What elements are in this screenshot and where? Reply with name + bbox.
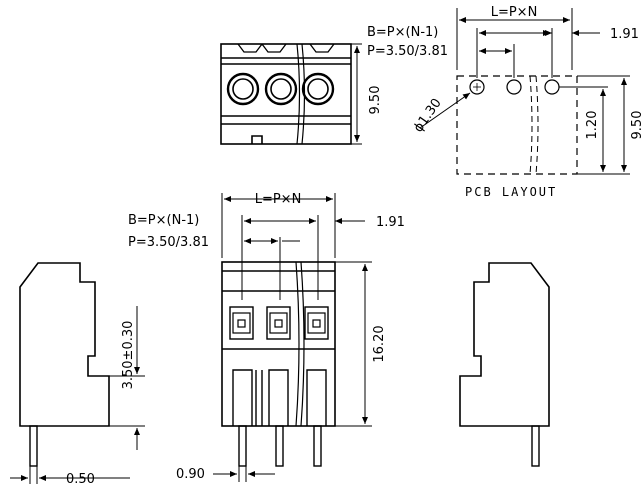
- pcb-edge-offset-label: 1.91: [610, 27, 639, 42]
- pcb-hole-3: [544, 79, 560, 95]
- pcb-pitch-values-label: P=3.50/3.81: [367, 44, 448, 59]
- front-pin-width-label: 0.90: [176, 467, 205, 482]
- top-view-body: [220, 43, 352, 145]
- pcb-hole-1: [469, 79, 485, 95]
- side-view-right-body: [459, 262, 550, 427]
- front-pitch-values-label: P=3.50/3.81: [128, 235, 209, 250]
- side-pin-height-label: 3.50±0.30: [121, 321, 136, 390]
- side-view-left-pin: [29, 425, 38, 467]
- front-view-clamp-2: [266, 306, 291, 340]
- top-view-height-label: 9.50: [368, 86, 383, 115]
- top-view-screw-2: [264, 72, 298, 106]
- pcb-height-label: 9.50: [630, 111, 644, 140]
- front-view-pin-1: [238, 425, 247, 467]
- front-height-label: 16.20: [372, 325, 387, 362]
- pcb-dimensions: [419, 8, 630, 175]
- front-view-clamp-1: [229, 306, 254, 340]
- side-pin-offset-label: 0.50: [66, 472, 95, 487]
- side-view-right: [459, 262, 550, 467]
- front-view-pin-3: [313, 425, 322, 467]
- pcb-pitch-formula-label: B=P×(N-1): [367, 25, 438, 40]
- top-view-screw-1: [226, 72, 260, 106]
- front-view-clamp-3: [304, 306, 329, 340]
- front-view-slots: [232, 369, 327, 426]
- side-view-left-body: [19, 262, 110, 427]
- top-view: [220, 43, 352, 145]
- side-view-left: [19, 262, 110, 467]
- side-view-left-dimensions: [10, 306, 145, 484]
- top-view-screw-3: [301, 72, 335, 106]
- pcb-layout: [456, 75, 578, 175]
- front-view-pin-2: [275, 425, 284, 467]
- pcb-layout-caption: PCB LAYOUT: [465, 185, 557, 199]
- pcb-hole-2: [506, 79, 522, 95]
- pcb-row-offset-label: 1.20: [585, 111, 600, 140]
- front-total-width-label: L=P×N: [255, 192, 302, 207]
- pcb-outline: [456, 75, 578, 175]
- front-view: [221, 261, 336, 467]
- front-edge-offset-label: 1.91: [376, 215, 405, 230]
- side-view-right-pin: [531, 425, 540, 467]
- front-pitch-formula-label: B=P×(N-1): [128, 213, 199, 228]
- pcb-hole-diameter-label: ϕ1.30: [411, 96, 445, 135]
- pcb-total-width-label: L=P×N: [491, 5, 538, 20]
- front-view-dimensions: [213, 193, 372, 482]
- top-view-height-dim: [351, 43, 362, 145]
